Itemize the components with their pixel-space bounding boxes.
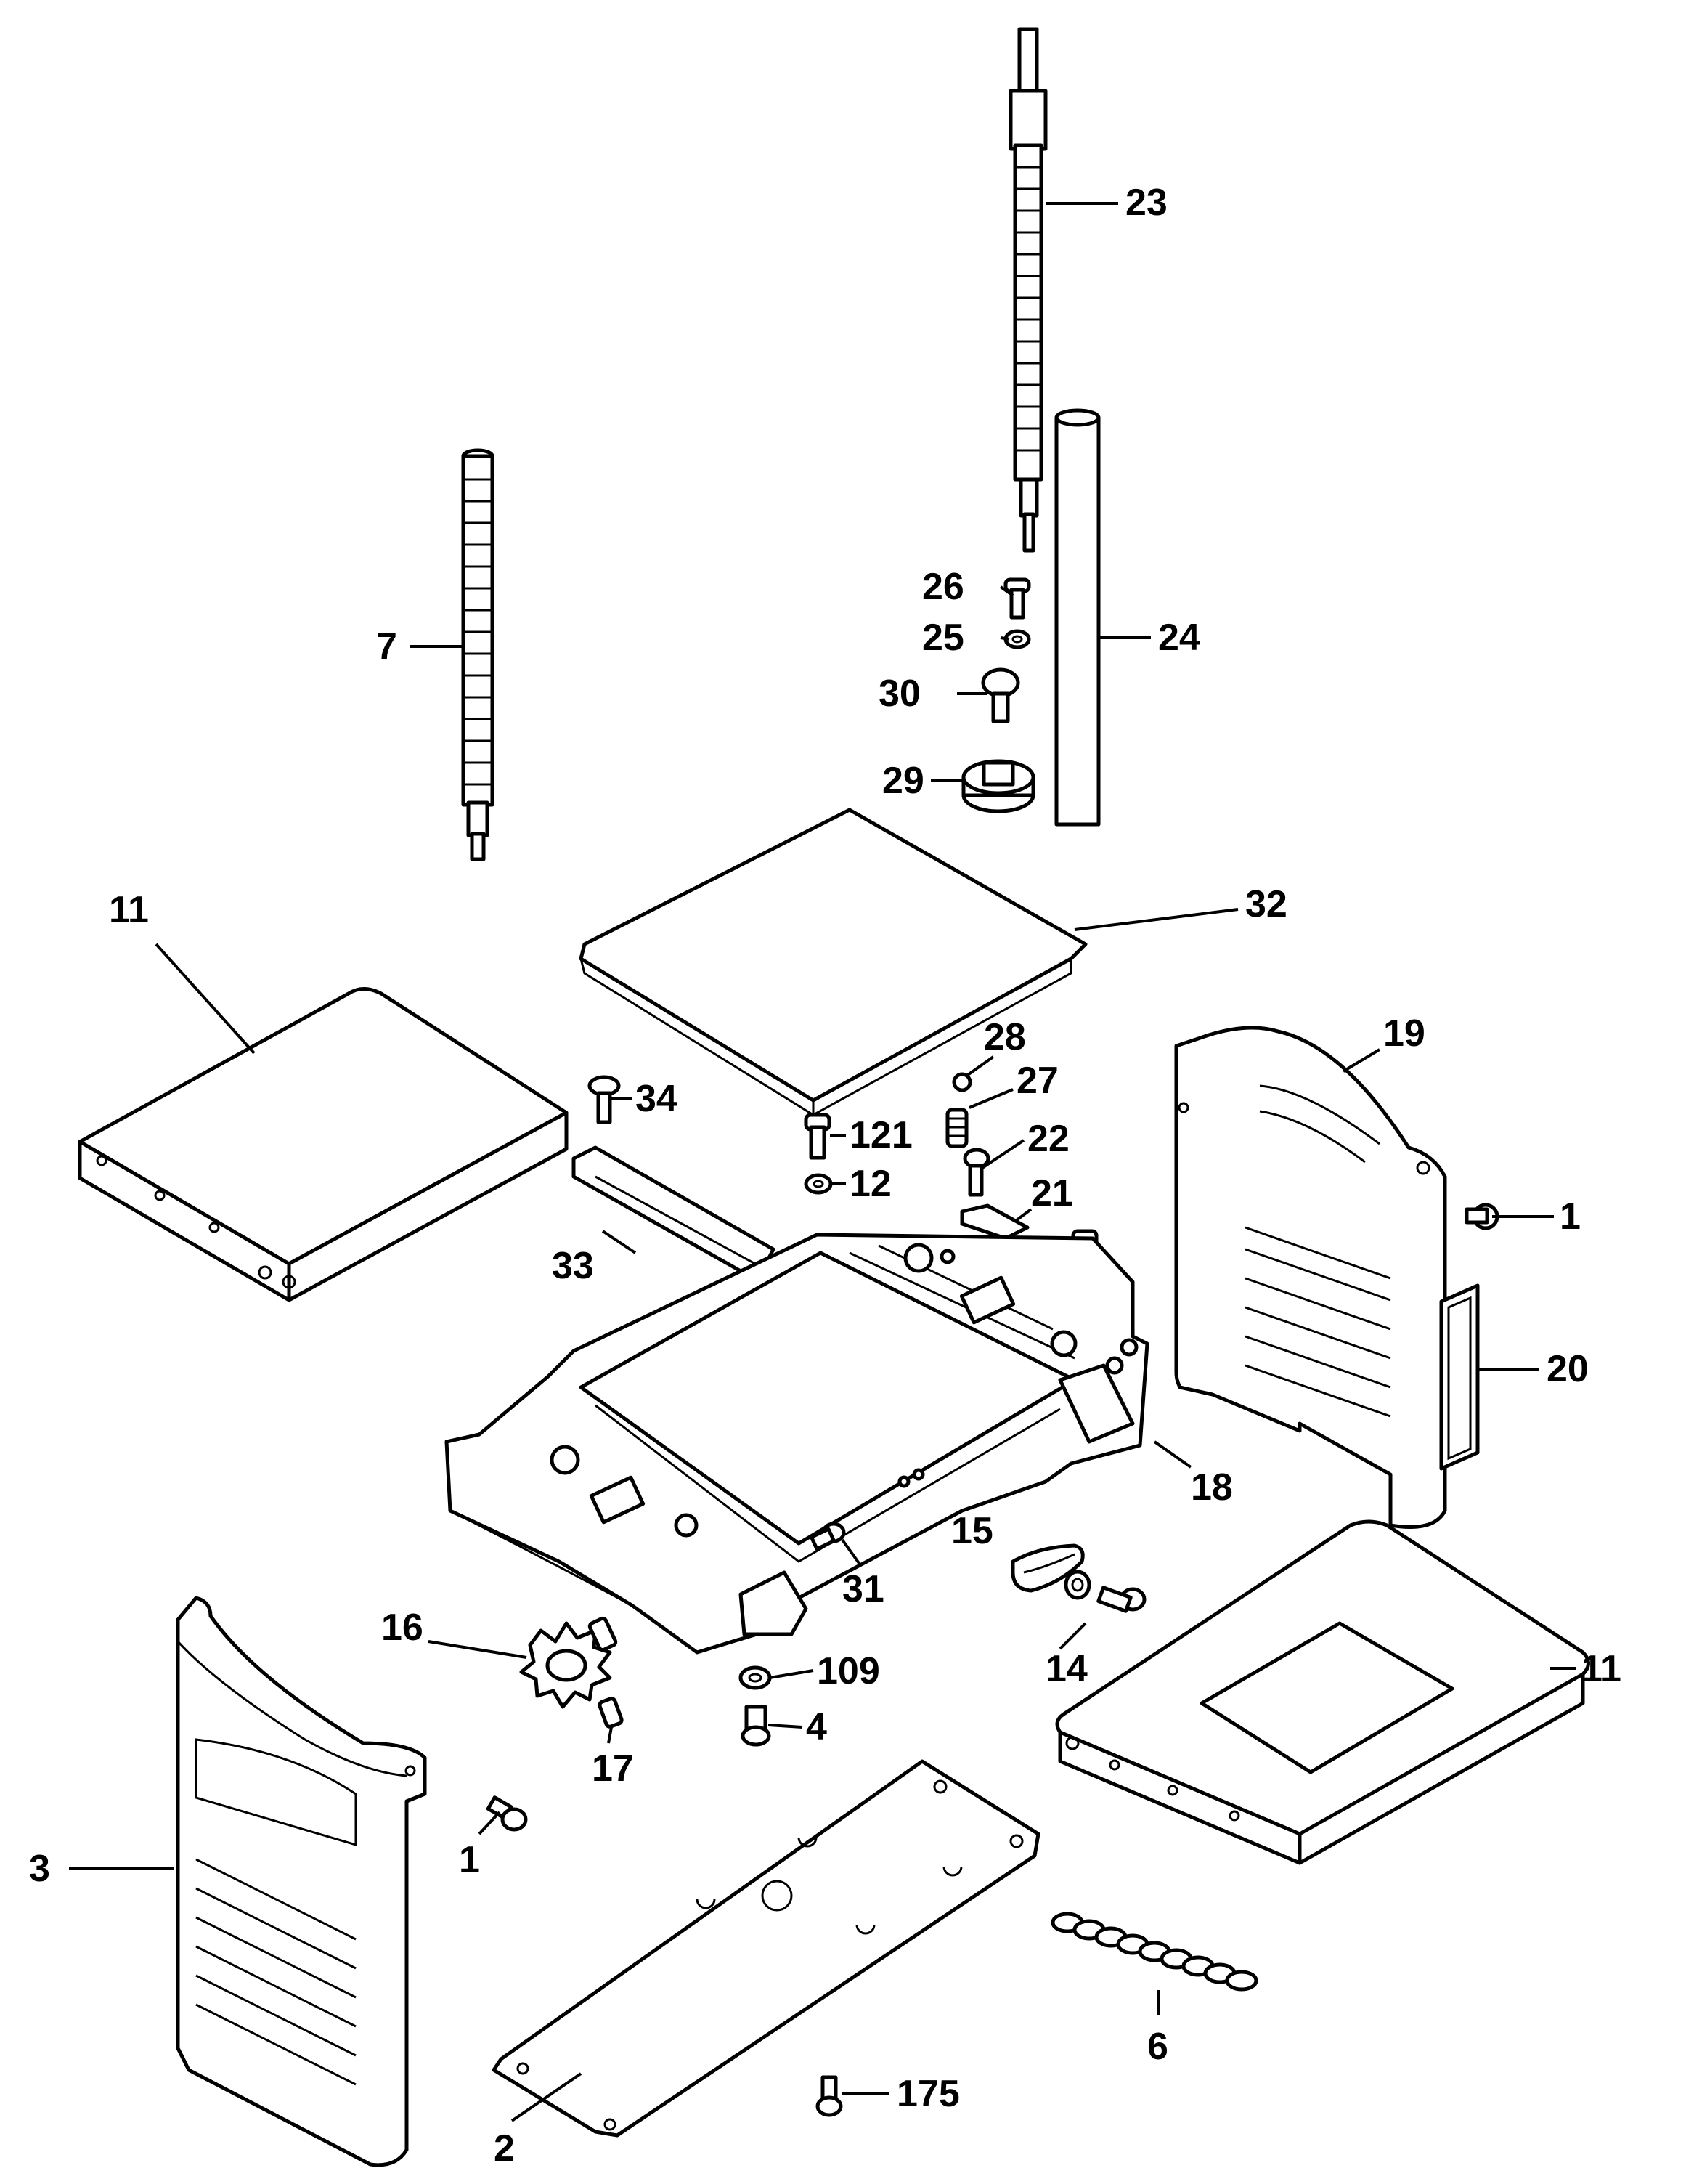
part-28-ball — [952, 1072, 972, 1092]
part-121-screw — [804, 1113, 831, 1160]
part-11-side-panel-right — [1055, 1519, 1590, 1865]
part-14-screw — [1064, 1570, 1147, 1613]
label-23: 23 — [1125, 182, 1168, 224]
label-25: 25 — [922, 617, 964, 659]
label-109: 109 — [817, 1650, 880, 1692]
label-27: 27 — [1017, 1060, 1059, 1102]
part-6-chain — [1051, 1912, 1258, 1992]
label-175: 175 — [897, 2073, 960, 2115]
label-29: 29 — [882, 760, 924, 802]
label-4: 4 — [806, 1706, 827, 1748]
part-175-screw — [815, 2075, 843, 2117]
part-22-screw — [963, 1148, 990, 1197]
label-1-upper: 1 — [1560, 1195, 1581, 1238]
part-20-label-strip — [1439, 1283, 1480, 1471]
part-1-screw-upper — [1465, 1203, 1499, 1230]
label-32: 32 — [1245, 883, 1287, 925]
label-1-lower: 1 — [459, 1839, 480, 1881]
callout-labels: 23 24 26 25 30 29 7 32 11 28 19 34 27 12… — [29, 182, 1621, 2169]
part-21-clip — [960, 1203, 1030, 1241]
label-33: 33 — [552, 1245, 594, 1287]
part-4-screw — [741, 1705, 771, 1747]
label-11-upper: 11 — [109, 889, 149, 931]
part-11-side-panel-left — [78, 987, 569, 1302]
label-6: 6 — [1147, 2026, 1168, 2068]
label-15: 15 — [951, 1510, 993, 1552]
part-27-spring — [945, 1108, 969, 1148]
label-2: 2 — [494, 2127, 515, 2169]
label-28: 28 — [984, 1016, 1026, 1058]
label-26: 26 — [922, 566, 964, 608]
part-17-set-screws — [587, 1616, 624, 1729]
label-14: 14 — [1046, 1648, 1088, 1690]
label-16: 16 — [381, 1607, 423, 1649]
label-19: 19 — [1383, 1012, 1425, 1055]
part-32-top-plate — [579, 808, 1088, 1116]
label-7: 7 — [376, 625, 397, 667]
label-30: 30 — [879, 673, 921, 715]
part-29-knob — [961, 759, 1035, 813]
part-23-threaded-column — [1009, 27, 1048, 553]
part-24-plain-column — [1054, 408, 1101, 827]
part-16-gear — [519, 1621, 612, 1709]
part-33-bracket — [571, 1145, 775, 1273]
label-24: 24 — [1158, 617, 1200, 659]
label-31: 31 — [842, 1568, 884, 1610]
part-30-knob-screw — [981, 667, 1020, 723]
part-109-washer — [738, 1665, 772, 1690]
label-17: 17 — [592, 1747, 634, 1790]
part-1-screw-lower — [486, 1795, 528, 1832]
label-20: 20 — [1547, 1348, 1589, 1390]
part-19-rear-cover — [1174, 1026, 1447, 1529]
part-26-screw — [1003, 577, 1031, 620]
label-12: 12 — [850, 1163, 892, 1205]
label-3: 3 — [29, 1848, 50, 1890]
leader-lines — [69, 202, 1576, 2122]
part-12-nut — [804, 1173, 833, 1195]
part-7-threaded-column — [461, 448, 494, 861]
label-21: 21 — [1031, 1172, 1073, 1214]
part-31-screw — [809, 1522, 846, 1551]
label-121: 121 — [850, 1114, 913, 1156]
label-11-lower: 11 — [1581, 1648, 1621, 1690]
part-15-latch — [1011, 1543, 1085, 1593]
part-34-screw — [587, 1075, 621, 1124]
part-3-front-cover — [176, 1596, 427, 2167]
part-2-base-plate — [492, 1759, 1040, 2138]
label-18: 18 — [1191, 1466, 1233, 1509]
label-34: 34 — [635, 1078, 677, 1120]
part-18-main-base — [444, 1233, 1149, 1655]
label-22: 22 — [1027, 1118, 1070, 1160]
